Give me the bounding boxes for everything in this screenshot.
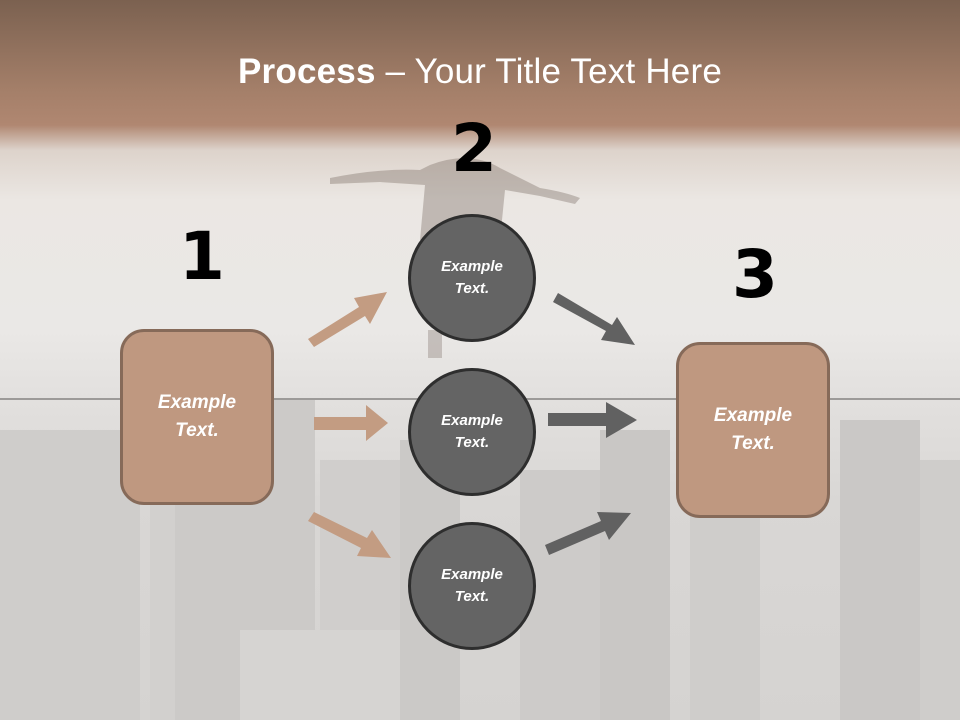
title-rest: – Your Title Text Here: [375, 52, 722, 91]
circle-top-line1: Example: [441, 257, 503, 275]
step-2-circle-middle[interactable]: Example Text.: [408, 368, 536, 496]
step-1-box-line1: Example: [157, 391, 237, 413]
step-number-1: 1: [179, 218, 225, 295]
circle-middle-line2: Text.: [454, 434, 490, 451]
circle-bottom-line2: Text.: [454, 588, 490, 605]
step-2-circle-bottom[interactable]: Example Text.: [408, 522, 536, 650]
step-number-2: 2: [451, 110, 497, 187]
circle-top-line2: Text.: [454, 280, 490, 297]
step-number-3: 3: [732, 236, 778, 313]
step-2-circle-top[interactable]: Example Text.: [408, 214, 536, 342]
step-3-box-line2: Text.: [731, 433, 775, 454]
step-1-box-line2: Text.: [175, 420, 219, 441]
circle-middle-line1: Example: [441, 411, 503, 429]
title-bold: Process: [238, 52, 376, 91]
step-3-box[interactable]: Example Text.: [676, 342, 830, 518]
step-1-box[interactable]: Example Text.: [120, 329, 274, 505]
arrow-down-right-gray-icon: [553, 293, 635, 345]
step-3-box-line1: Example: [713, 404, 793, 426]
circle-bottom-line1: Example: [441, 565, 503, 583]
arrow-up-right-tan-icon: [308, 292, 387, 347]
slide-title: Process – Your Title Text Here: [0, 52, 960, 92]
